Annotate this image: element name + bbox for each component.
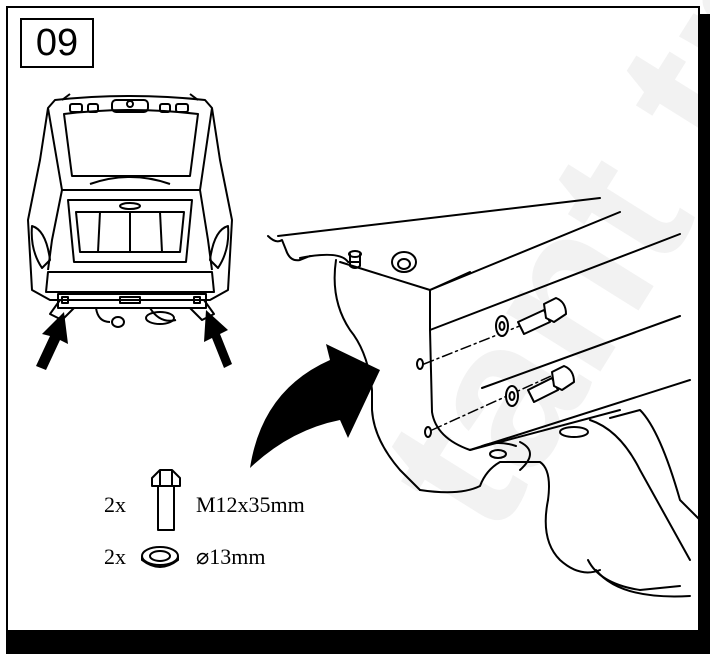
bolt-assembly-upper: [495, 297, 567, 337]
chassis-detail: [267, 197, 701, 598]
bolt-icon: [151, 469, 181, 531]
step-number: 09: [20, 18, 94, 68]
washer-icon: [141, 546, 179, 568]
page-shadow-right: [700, 14, 710, 634]
bolt-spec: M12x35mm: [196, 492, 305, 517]
washer-spec: ⌀13mm: [196, 544, 266, 569]
right-arrow-icon: [204, 310, 232, 368]
bolt-assembly-lower: [505, 365, 575, 407]
bolt-quantity: 2x: [104, 492, 126, 517]
page-footer-bar: [6, 630, 710, 654]
washer-quantity: 2x: [104, 544, 126, 569]
car-rear-view: [27, 93, 233, 328]
left-arrow-icon: [36, 312, 68, 370]
curved-arrow-icon: [250, 344, 380, 468]
